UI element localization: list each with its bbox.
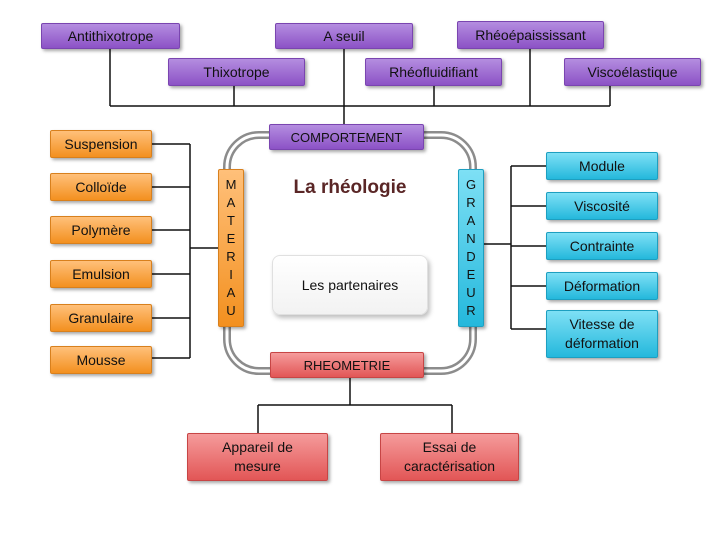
letter: I: [229, 267, 233, 282]
letter: D: [466, 249, 476, 264]
letter: E: [226, 231, 236, 246]
node-viscoelastique: Viscoélastique: [564, 58, 701, 86]
node-rheofluidifiant: Rhéofluidifiant: [365, 58, 502, 86]
letter: T: [227, 213, 235, 228]
letter: R: [466, 303, 476, 318]
label-comportement: COMPORTEMENT: [269, 124, 424, 150]
letter: A: [226, 285, 236, 300]
node-suspension: Suspension: [50, 130, 152, 158]
partners-card[interactable]: Les partenaires: [272, 255, 428, 315]
node-polymere: Polymère: [50, 216, 152, 244]
node-emulsion: Emulsion: [50, 260, 152, 288]
node-appareil-de-mesure: Appareil de mesure: [187, 433, 328, 481]
letter: A: [226, 195, 236, 210]
letter: G: [465, 177, 477, 192]
node-a-seuil: A seuil: [275, 23, 413, 49]
node-colloide: Colloïde: [50, 173, 152, 201]
node-module: Module: [546, 152, 658, 180]
node-vitesse-de-deformation: Vitesse de déformation: [546, 310, 658, 358]
label-rheometrie: RHEOMETRIE: [270, 352, 424, 378]
letter: R: [226, 249, 236, 264]
node-contrainte: Contrainte: [546, 232, 658, 260]
letter: N: [466, 231, 476, 246]
label-grandeur: G R A N D E U R: [458, 169, 484, 327]
letter: E: [466, 267, 476, 282]
label-materiau: M A T E R I A U: [218, 169, 244, 327]
node-thixotrope: Thixotrope: [168, 58, 305, 86]
letter: A: [466, 213, 476, 228]
letter: R: [466, 195, 476, 210]
letter: U: [226, 303, 236, 318]
node-mousse: Mousse: [50, 346, 152, 374]
letter: M: [225, 177, 237, 192]
node-granulaire: Granulaire: [50, 304, 152, 332]
node-essai-de-caracterisation: Essai de caractérisation: [380, 433, 519, 481]
letter: U: [466, 285, 476, 300]
node-antithixotrope: Antithixotrope: [41, 23, 180, 49]
node-rheoepaississant: Rhéoépaississant: [457, 21, 604, 49]
node-viscosite: Viscosité: [546, 192, 658, 220]
diagram-title: La rhéologie: [293, 177, 407, 198]
node-deformation: Déformation: [546, 272, 658, 300]
